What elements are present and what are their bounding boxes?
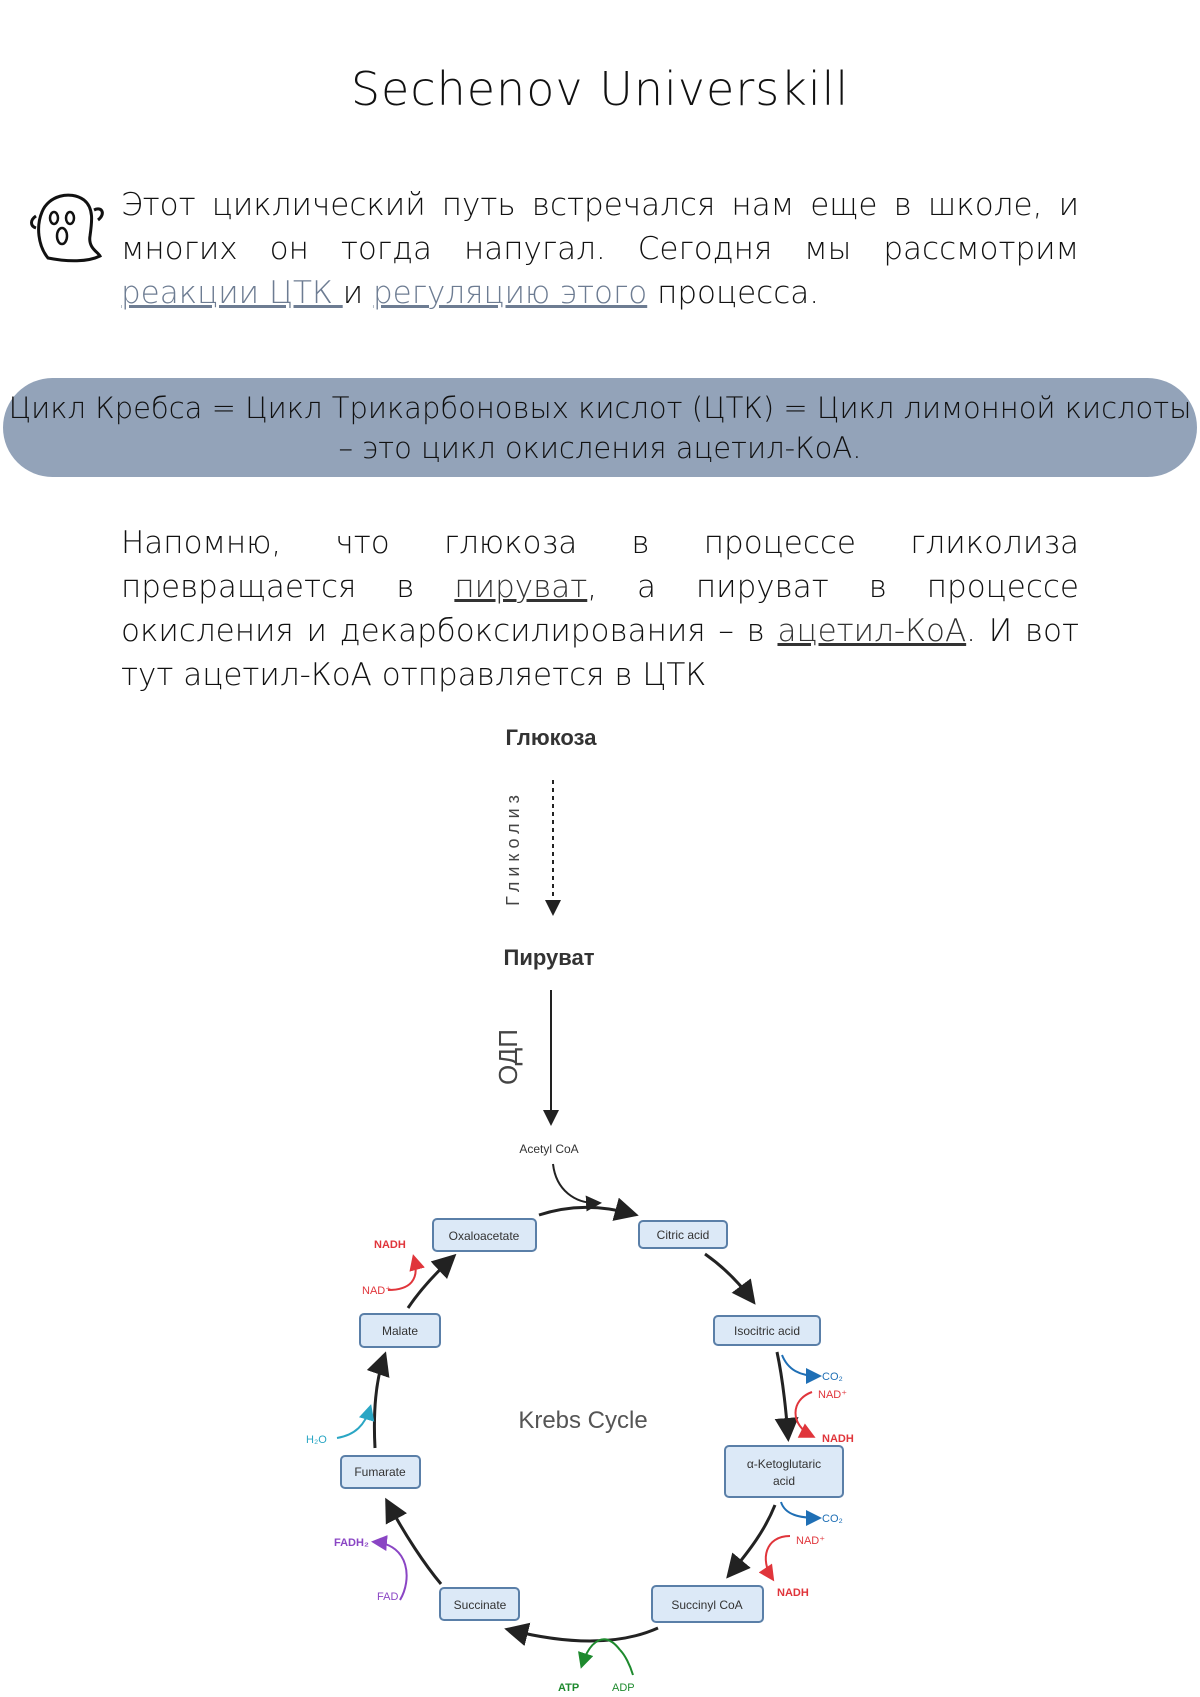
node-alpha-ketoglutaric-acid: α-Ketoglutaric acid bbox=[724, 1445, 844, 1498]
node-label: Malate bbox=[382, 1324, 418, 1338]
node-label: Citric acid bbox=[657, 1228, 710, 1242]
glycolysis-label: Гликолиз bbox=[503, 790, 523, 906]
intro-text: Этот циклический путь встречался нам еще… bbox=[121, 187, 1079, 267]
node-succinyl-coa: Succinyl CoA bbox=[651, 1585, 764, 1623]
nadh-label: NADH bbox=[374, 1239, 406, 1251]
para-text: , а пируват в процессе окисления и декар… bbox=[121, 569, 1080, 649]
intro-text: процесса. bbox=[647, 275, 820, 311]
link-pyruvate[interactable]: пируват bbox=[454, 569, 588, 605]
acetyl-coa-label: Acetyl CoA bbox=[519, 1142, 578, 1156]
node-isocitric-acid: Isocitric acid bbox=[713, 1315, 821, 1346]
node-citric-acid: Citric acid bbox=[638, 1220, 728, 1249]
nad-label: NAD⁺ bbox=[796, 1535, 825, 1547]
node-label: Succinyl CoA bbox=[671, 1598, 742, 1612]
node-label: α-Ketoglutaric bbox=[747, 1457, 821, 1471]
fadh2-label: FADH₂ bbox=[334, 1537, 369, 1549]
fad-label: FAD bbox=[377, 1591, 398, 1603]
intro-text: и bbox=[342, 275, 373, 311]
node-oxaloacetate: Oxaloacetate bbox=[432, 1218, 537, 1252]
pyruvate-paragraph: Напомню, что глюкоза в процессе гликолиз… bbox=[121, 521, 1079, 697]
nadh-label: NADH bbox=[822, 1433, 854, 1445]
node-label: Fumarate bbox=[354, 1465, 406, 1479]
ghost-icon bbox=[30, 193, 104, 263]
nad-label: NAD⁺ bbox=[818, 1389, 847, 1401]
link-acetyl-coa[interactable]: ацетил-КоА bbox=[777, 613, 967, 649]
pdc-label: ОДП bbox=[493, 1029, 523, 1085]
co2-label: CO₂ bbox=[822, 1513, 843, 1525]
h2o-label: H₂O bbox=[306, 1434, 327, 1446]
node-succinate: Succinate bbox=[439, 1587, 520, 1621]
node-label: Oxaloacetate bbox=[449, 1229, 520, 1243]
definition-callout: Цикл Кребса = Цикл Трикарбоновых кислот … bbox=[3, 378, 1197, 477]
link-regulation[interactable]: регуляцию этого bbox=[372, 275, 648, 311]
para-text: Напомню, что глюкоза в процессе гликолиз… bbox=[121, 525, 1079, 605]
adp-label: ADP bbox=[612, 1682, 635, 1694]
callout-line-2: – это цикл окисления ацетил-КоА. bbox=[338, 430, 862, 465]
co2-label: CO₂ bbox=[822, 1371, 843, 1383]
krebs-cycle-title: Krebs Cycle bbox=[518, 1407, 647, 1434]
node-label: acid bbox=[773, 1474, 795, 1488]
page-title: Sechenov Universkill bbox=[350, 62, 850, 116]
glucose-label: Глюкоза bbox=[506, 725, 598, 750]
link-tca-reactions[interactable]: реакции ЦТК bbox=[121, 275, 343, 311]
nadh-label: NADH bbox=[777, 1587, 809, 1599]
atp-label: ATP bbox=[558, 1682, 579, 1694]
node-label: Isocitric acid bbox=[734, 1324, 800, 1338]
para-text: . И вот тут ацетил-КоА отправляется в ЦТ… bbox=[121, 613, 1080, 693]
node-label: Succinate bbox=[454, 1598, 507, 1612]
nad-label: NAD⁺ bbox=[362, 1285, 391, 1297]
callout-line-1: Цикл Кребса = Цикл Трикарбоновых кислот … bbox=[8, 390, 1192, 425]
node-malate: Malate bbox=[359, 1313, 441, 1348]
node-fumarate: Fumarate bbox=[340, 1455, 421, 1489]
intro-paragraph: Этот циклический путь встречался нам еще… bbox=[121, 183, 1079, 315]
pyruvate-label: Пируват bbox=[504, 945, 595, 970]
